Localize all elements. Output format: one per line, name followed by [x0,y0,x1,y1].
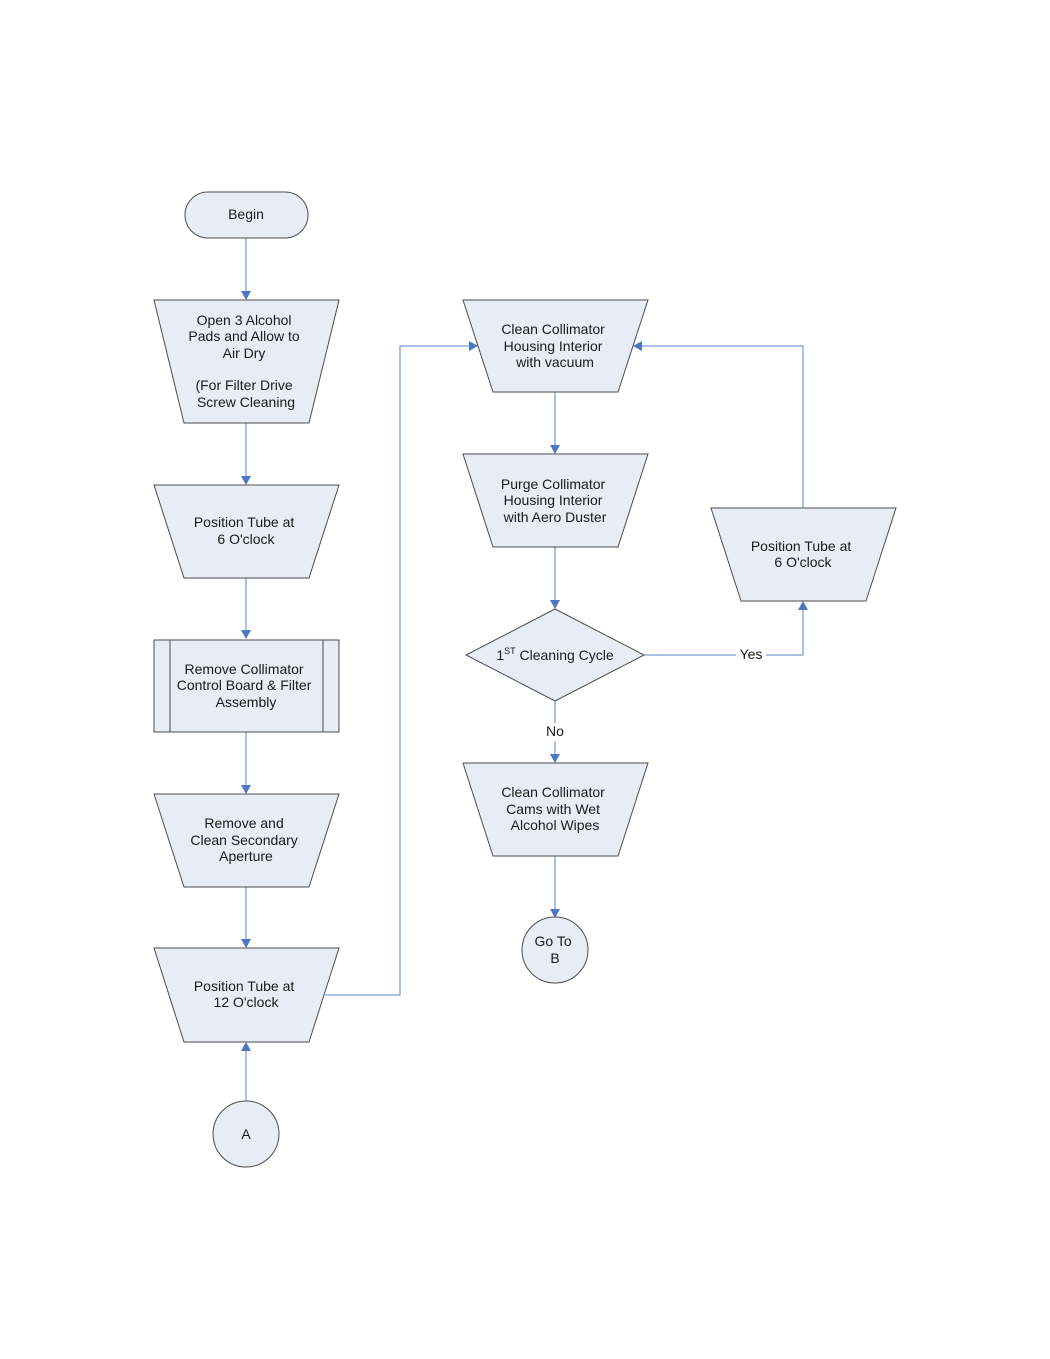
edge-position-6-right-to-clean-vacuum [641,345,804,508]
remove-board-process: Remove Collimator Control Board & Filter… [153,639,340,733]
position-12-step: Position Tube at 12 O'clock [153,947,340,1043]
node-label: Remove and Clean Secondary Aperture [190,815,301,864]
clean-vacuum-step: Clean Collimator Housing Interior with v… [462,299,649,393]
yes-label-bg [736,646,766,664]
node-label: Go To B [535,933,576,966]
position-6-right-step: Position Tube at 6 O'clock [710,507,897,602]
node-label: Position Tube at 6 O'clock [751,538,855,570]
edge-labels: Yes No [543,646,766,741]
edge-decision-to-position-6-right [644,609,804,656]
cleaning-cycle-decision: 1ST Cleaning Cycle [464,608,646,702]
remove-aperture-step: Remove and Clean Secondary Aperture [153,793,340,888]
clean-cams-step: Clean Collimator Cams with Wet Alcohol W… [462,762,649,857]
arrowhead [469,341,478,351]
node-label: Clean Collimator Cams with Wet Alcohol W… [501,784,608,833]
begin-terminator: Begin [184,191,309,239]
arrowhead [241,291,251,300]
arrowhead [550,909,560,918]
connectors [241,238,808,1101]
position-6-left-step: Position Tube at 6 O'clock [153,484,340,579]
node-label: Open 3 Alcohol Pads and Allow to Air Dry… [188,312,303,410]
node-label: Position Tube at 6 O'clock [194,514,298,547]
node-label: Position Tube at 12 O'clock [194,978,298,1010]
yes-label: Yes [740,646,763,662]
arrowhead [241,785,251,794]
arrowhead [798,601,808,610]
open-pads-step: Open 3 Alcohol Pads and Allow to Air Dry… [153,299,340,424]
purge-step: Purge Collimator Housing Interior with A… [462,453,649,548]
arrowhead [550,445,560,454]
node-label: 1ST Cleaning Cycle [496,646,614,663]
edge-position-12-to-clean-vacuum [325,345,470,996]
arrowhead [241,1042,251,1051]
arrowhead [241,630,251,639]
node-label: Clean Collimator Housing Interior with v… [501,321,608,370]
no-label: No [546,723,564,739]
arrowhead [550,754,560,763]
connector-a: A [212,1100,280,1168]
node-label: Purge Collimator Housing Interior with A… [501,476,609,525]
goto-b-connector: Go To B [521,916,589,984]
arrowhead [633,341,642,351]
no-label-bg [543,723,567,741]
node-label: Begin [228,206,264,222]
node-label: Remove Collimator Control Board & Filter… [177,661,316,710]
node-label: A [241,1126,251,1142]
arrowhead [241,939,251,948]
arrowhead [241,476,251,485]
arrowhead [550,600,560,609]
